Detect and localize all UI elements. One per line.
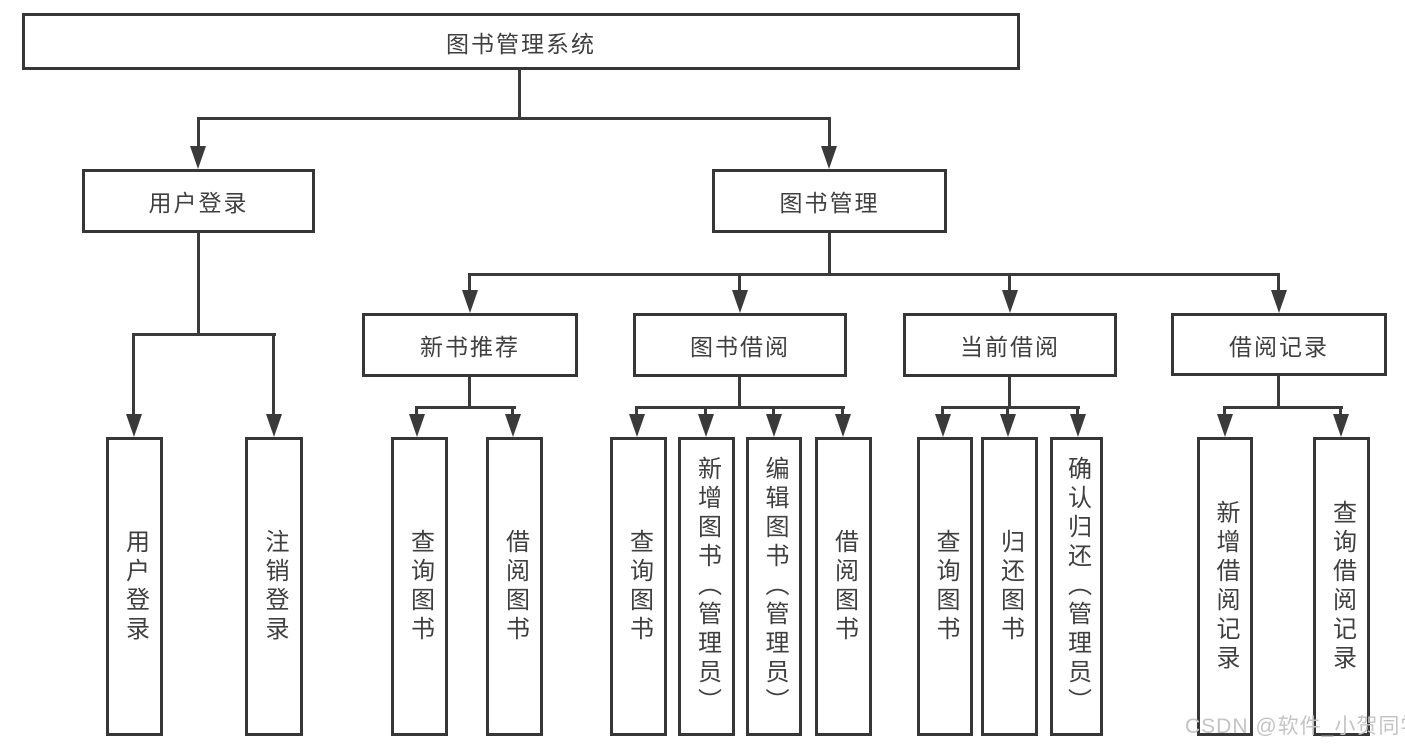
connector-drop-new-book-recommend	[468, 273, 471, 292]
node-borrow-record: 借阅记录	[1171, 313, 1387, 376]
leaf-query-book-borrow-label: 查询图书	[625, 528, 653, 645]
arrow-down-icon	[629, 414, 645, 437]
leaf-return-book: 归还图书	[981, 437, 1038, 736]
connector-borrow-record-stem	[1277, 375, 1280, 409]
leaf-add-book-admin: 新增图书（管理员）	[678, 437, 735, 736]
leaf-query-book-recommend: 查询图书	[391, 437, 448, 736]
node-book-borrow: 图书借阅	[633, 313, 847, 377]
node-book-management-label: 图书管理	[779, 190, 880, 216]
leaf-query-book-current-label: 查询图书	[932, 528, 959, 645]
connector-drop-leaf-logout	[272, 333, 275, 416]
arrow-down-icon	[1217, 414, 1233, 437]
arrow-down-icon	[1333, 414, 1349, 437]
connector-book-borrow-bus	[636, 406, 845, 409]
leaf-edit-book-admin-label: 编辑图书（管理员）	[761, 456, 788, 717]
connector-drop-borrow-record	[1277, 273, 1280, 292]
connector-user-login-bus	[133, 333, 276, 336]
arrow-down-icon	[732, 290, 748, 313]
arrow-down-icon	[835, 414, 851, 437]
leaf-query-book-borrow: 查询图书	[610, 437, 667, 736]
node-root-label: 图书管理系统	[446, 30, 596, 57]
leaf-return-book-label: 归还图书	[996, 528, 1024, 645]
leaf-edit-book-admin: 编辑图书（管理员）	[746, 437, 802, 736]
node-current-borrow: 当前借阅	[903, 313, 1117, 377]
leaf-confirm-return-admin: 确认归还（管理员）	[1050, 437, 1103, 736]
connector-drop	[415, 406, 418, 418]
leaf-add-borrow-record: 新增借阅记录	[1197, 437, 1253, 736]
leaf-add-book-admin-label: 新增图书（管理员）	[693, 456, 721, 717]
node-new-book-recommend: 新书推荐	[362, 313, 578, 377]
leaf-borrow-book-recommend-label: 借阅图书	[501, 528, 529, 645]
arrow-down-icon	[1070, 414, 1086, 437]
connector-drop	[772, 406, 775, 418]
arrow-down-icon	[1000, 414, 1016, 437]
connector-drop	[841, 406, 844, 418]
connector-drop	[1006, 406, 1009, 418]
arrow-down-icon	[766, 414, 782, 437]
leaf-user-login: 用户登录	[106, 437, 163, 736]
leaf-add-borrow-record-label: 新增借阅记录	[1212, 499, 1239, 674]
arrow-down-icon	[821, 146, 837, 169]
arrow-down-icon	[126, 414, 142, 437]
connector-drop	[704, 406, 707, 418]
node-borrow-record-label: 借阅记录	[1229, 333, 1329, 360]
connector-book-borrow-stem	[738, 376, 741, 409]
leaf-confirm-return-admin-label: 确认归还（管理员）	[1063, 456, 1091, 717]
node-user-login-label: 用户登录	[148, 190, 249, 216]
leaf-logout-label: 注销登录	[261, 528, 288, 645]
leaf-borrow-book-label: 借阅图书	[830, 528, 858, 645]
connector-current-borrow-stem	[1008, 376, 1011, 409]
node-user-login: 用户登录	[82, 169, 315, 233]
leaf-borrow-book-recommend: 借阅图书	[486, 437, 543, 736]
connector-drop	[1223, 406, 1226, 418]
connector-user-login-stem	[197, 232, 200, 336]
connector-new-book-recommend-bus	[416, 406, 516, 409]
connector-borrow-record-bus	[1224, 406, 1343, 409]
connector-current-borrow-bus	[942, 406, 1080, 409]
leaf-logout: 注销登录	[245, 437, 303, 736]
node-book-borrow-label: 图书借阅	[690, 334, 790, 360]
connector-drop	[635, 406, 638, 418]
connector-root-stem	[518, 69, 521, 119]
connector-book-management-stem	[828, 233, 831, 276]
connector-drop-leaf-user-login	[132, 333, 135, 416]
connector-drop	[1076, 406, 1079, 418]
connector-drop	[941, 406, 944, 418]
arrow-down-icon	[266, 414, 282, 437]
node-book-management: 图书管理	[712, 169, 947, 233]
connector-drop-book-borrow	[738, 273, 741, 292]
node-current-borrow-label: 当前借阅	[960, 334, 1060, 360]
arrow-down-icon	[935, 414, 951, 437]
connector-drop-book-management	[828, 117, 831, 147]
watermark: CSDN @软件_小贺同学	[1185, 715, 1405, 738]
leaf-user-login-label: 用户登录	[121, 528, 149, 645]
arrow-down-icon	[190, 146, 206, 169]
arrow-down-icon	[505, 414, 521, 437]
leaf-query-book-current: 查询图书	[917, 437, 973, 736]
leaf-query-borrow-record: 查询借阅记录	[1313, 437, 1370, 736]
connector-drop	[511, 406, 514, 418]
node-root: 图书管理系统	[22, 13, 1020, 70]
leaf-borrow-book: 借阅图书	[815, 437, 872, 736]
connector-drop	[1339, 406, 1342, 418]
connector-level3-bus	[469, 273, 1280, 276]
connector-new-book-recommend-stem	[468, 377, 471, 409]
connector-drop-user-login	[197, 117, 200, 147]
connector-drop-current-borrow	[1008, 273, 1011, 292]
leaf-query-borrow-record-label: 查询借阅记录	[1328, 499, 1356, 674]
arrow-down-icon	[462, 290, 478, 313]
arrow-down-icon	[1271, 290, 1287, 313]
arrow-down-icon	[1002, 290, 1018, 313]
arrow-down-icon	[409, 414, 425, 437]
arrow-down-icon	[698, 414, 714, 437]
connector-level2-bus	[197, 117, 831, 120]
node-new-book-recommend-label: 新书推荐	[420, 334, 520, 360]
leaf-query-book-recommend-label: 查询图书	[406, 528, 434, 645]
